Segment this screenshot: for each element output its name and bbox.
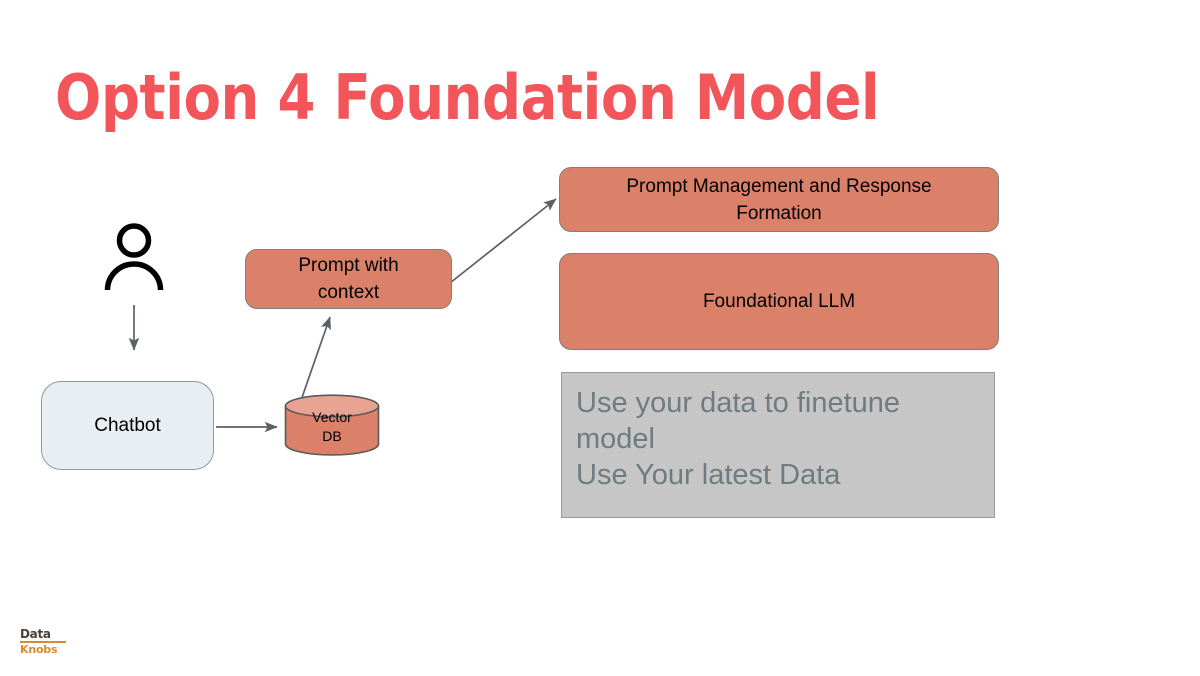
node-vector-db-label-line2: DB: [322, 428, 342, 444]
node-chatbot[interactable]: Chatbot: [41, 381, 214, 470]
logo-top-text: Data: [20, 627, 51, 641]
logo-divider: [20, 641, 66, 643]
node-prompt-with-context-line2: context: [317, 282, 380, 303]
node-prompt-with-context-line1: Prompt with: [298, 255, 399, 276]
note-finetune-line2: model: [576, 423, 655, 455]
node-vector-db-label: Vector DB: [284, 408, 380, 446]
arrow-prompt-context-to-prompt-management: [449, 198, 557, 284]
node-vector-db-label-line1: Vector: [312, 409, 352, 425]
node-chatbot-label: Chatbot: [94, 414, 161, 436]
note-finetune-panel: Use your data to finetune model Use Your…: [561, 372, 995, 518]
node-prompt-management-line1: Prompt Management and Response: [626, 175, 932, 197]
database-cylinder-icon: [284, 394, 380, 456]
node-prompt-management-line2: Formation: [736, 202, 822, 224]
dataknobs-logo: Data Knobs: [20, 627, 72, 656]
node-prompt-management[interactable]: Prompt Management and Response Formation: [559, 167, 999, 232]
page-title: Option 4 Foundation Model: [55, 61, 880, 134]
person-icon: [104, 223, 164, 291]
note-finetune-line3: Use Your latest Data: [576, 459, 841, 491]
note-finetune-line1: Use your data to finetune: [576, 387, 901, 419]
node-vector-db[interactable]: Vector DB: [284, 394, 380, 456]
logo-bottom-text: Knobs: [20, 643, 58, 656]
node-foundational-llm-label: Foundational LLM: [702, 291, 856, 312]
node-foundational-llm[interactable]: Foundational LLM: [559, 253, 999, 350]
node-prompt-with-context[interactable]: Prompt with context: [245, 249, 452, 309]
